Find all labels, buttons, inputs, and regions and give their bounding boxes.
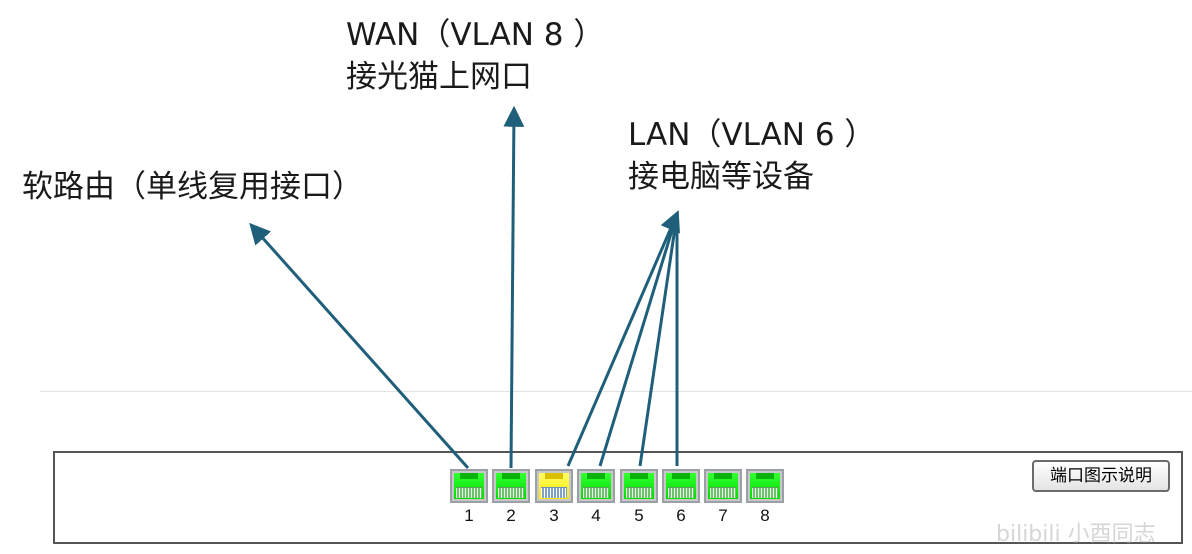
ethernet-port-8[interactable] bbox=[746, 469, 784, 503]
wan-annotation-line1: WAN（VLAN 8 ） bbox=[346, 17, 605, 53]
port-legend-button[interactable]: 端口图示说明 bbox=[1032, 460, 1170, 492]
lan-annotation-line1: LAN（VLAN 6 ） bbox=[628, 117, 876, 153]
port-label: 3 bbox=[549, 506, 559, 525]
lan-annotation-line2: 接电脑等设备 bbox=[628, 159, 814, 195]
port-label: 7 bbox=[718, 506, 728, 525]
separator-line bbox=[40, 391, 1192, 392]
ethernet-port-3[interactable] bbox=[535, 469, 573, 503]
arrow-port4-lan bbox=[598, 213, 679, 467]
arrow-port1-soft-router bbox=[249, 222, 470, 469]
soft-router-annotation: 软路由（单线复用接口） bbox=[22, 169, 363, 205]
wan-annotation-line2: 接光猫上网口 bbox=[346, 59, 532, 95]
port-label: 4 bbox=[591, 506, 601, 525]
switch-port-panel bbox=[53, 451, 1183, 544]
ethernet-port-1[interactable] bbox=[450, 469, 488, 503]
arrow-port2-wan bbox=[503, 105, 525, 469]
port-label: 8 bbox=[760, 506, 770, 525]
ethernet-port-6[interactable] bbox=[662, 469, 700, 503]
port-label: 6 bbox=[676, 506, 686, 525]
ethernet-port-4[interactable] bbox=[577, 469, 615, 503]
port-label: 1 bbox=[464, 506, 474, 525]
arrow-port3-lan bbox=[566, 210, 680, 467]
ethernet-port-7[interactable] bbox=[704, 469, 742, 503]
watermark: bilibili 小酉同志 bbox=[996, 522, 1156, 547]
ethernet-port-2[interactable] bbox=[492, 469, 530, 503]
port-label: 5 bbox=[634, 506, 644, 525]
port-label: 2 bbox=[506, 506, 516, 525]
arrow-port5-lan bbox=[638, 213, 679, 467]
ethernet-port-5[interactable] bbox=[620, 469, 658, 503]
